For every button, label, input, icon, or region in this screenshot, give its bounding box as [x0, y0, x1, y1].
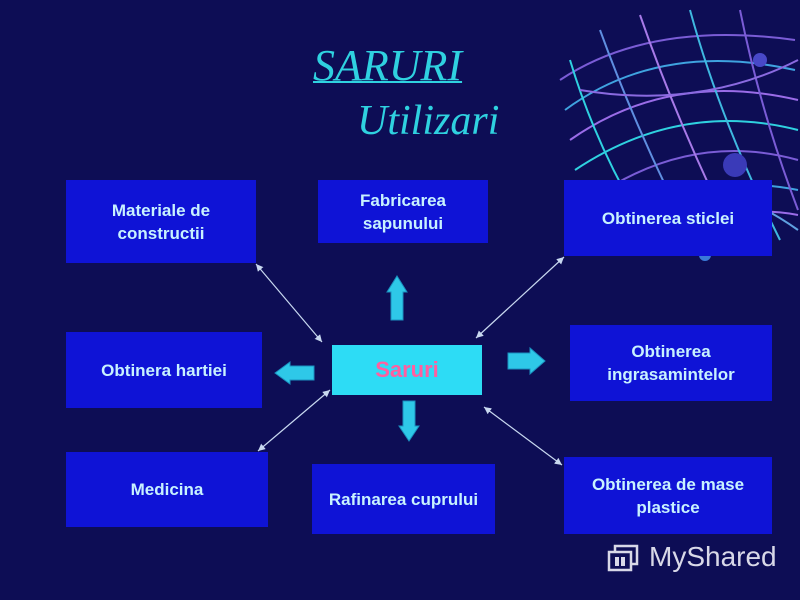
center-node: Saruri — [332, 345, 482, 395]
node-obtinerea-sticlei: Obtinerea sticlei — [564, 180, 772, 256]
block-arrow-left — [274, 361, 315, 385]
connector-line — [257, 389, 331, 452]
node-obtinerea-de-mase-plastice: Obtinerea de mase plastice — [564, 457, 772, 534]
node-medicina: Medicina — [66, 452, 268, 527]
block-arrow-down — [398, 400, 420, 442]
node-rafinarea-cuprului: Rafinarea cuprului — [312, 464, 495, 534]
watermark: MyShared — [607, 540, 777, 574]
node-materiale-de-constructii: Materiale de constructii — [66, 180, 256, 263]
page-title: SARURI — [313, 41, 463, 90]
node-obtinera-hartiei: Obtinera hartiei — [66, 332, 262, 408]
watermark-text: MyShared — [649, 541, 777, 572]
node-fabricarea-sapunului: Fabricarea sapunului — [318, 180, 488, 243]
myshared-logo-icon — [607, 544, 639, 572]
sphere-dot — [723, 153, 747, 177]
page-subtitle: Utilizari — [357, 98, 500, 144]
connector-line — [255, 263, 323, 343]
connector-line — [475, 256, 565, 339]
block-arrow-right — [507, 346, 546, 376]
node-obtinerea-ingrasamintelor: Obtinerea ingrasamintelor — [570, 325, 772, 401]
connector-line — [483, 406, 563, 466]
block-arrow-up — [386, 275, 408, 321]
sphere-dot — [753, 53, 767, 67]
